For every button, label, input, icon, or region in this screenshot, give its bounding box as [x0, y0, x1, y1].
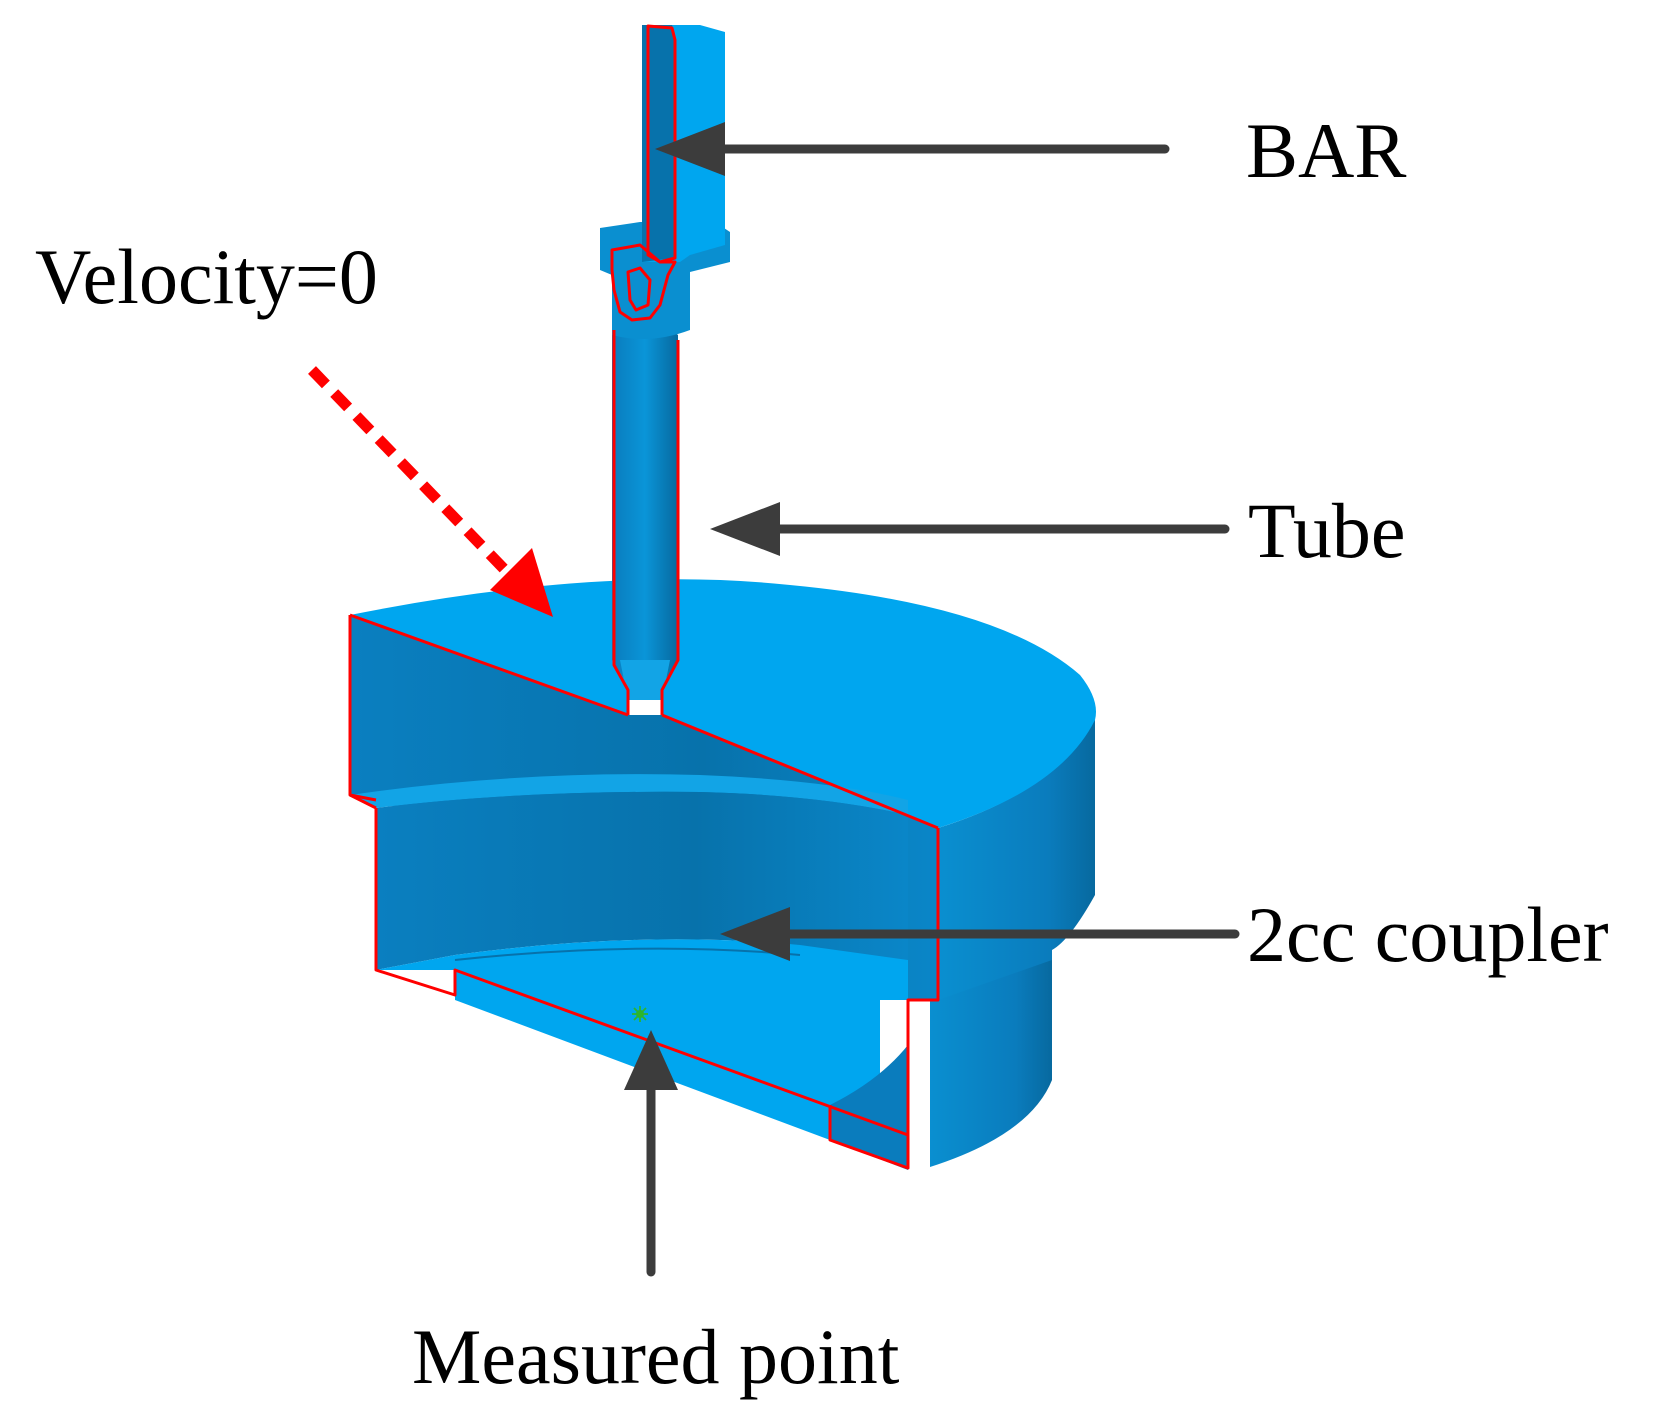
coupler-top-surface	[350, 579, 1096, 828]
section-edge-lines	[348, 24, 940, 1170]
coupler-upper-outer-wall	[938, 715, 1095, 1000]
coupler-arrow-head-icon	[720, 907, 790, 961]
coupler-label: 2cc coupler	[1247, 891, 1609, 978]
tube-body	[612, 320, 678, 685]
bar-shaft-face	[642, 25, 675, 262]
coupler-floor-arc	[454, 947, 801, 961]
velocity-label: Velocity=0	[35, 233, 378, 320]
callout-arrows	[624, 122, 1240, 1277]
velocity-arrow-head-icon	[490, 548, 553, 617]
velocity-arrow	[308, 366, 553, 617]
measured-point-marker-icon	[632, 1006, 648, 1022]
coupler-floor-rim	[830, 1045, 908, 1170]
bar-arrow-head-icon	[655, 122, 725, 176]
measured-arrow-head-icon	[624, 1030, 678, 1090]
coupler-inner-ledge	[350, 774, 908, 815]
coupler-lower-outer-wall	[930, 935, 1052, 1167]
tube-label: Tube	[1248, 487, 1406, 574]
measured-point-label: Measured point	[412, 1313, 900, 1400]
velocity-arrow-line	[308, 366, 509, 574]
tube-arrow-head-icon	[710, 502, 780, 556]
bar-label: BAR	[1246, 107, 1407, 194]
tube-nozzle	[620, 660, 670, 700]
